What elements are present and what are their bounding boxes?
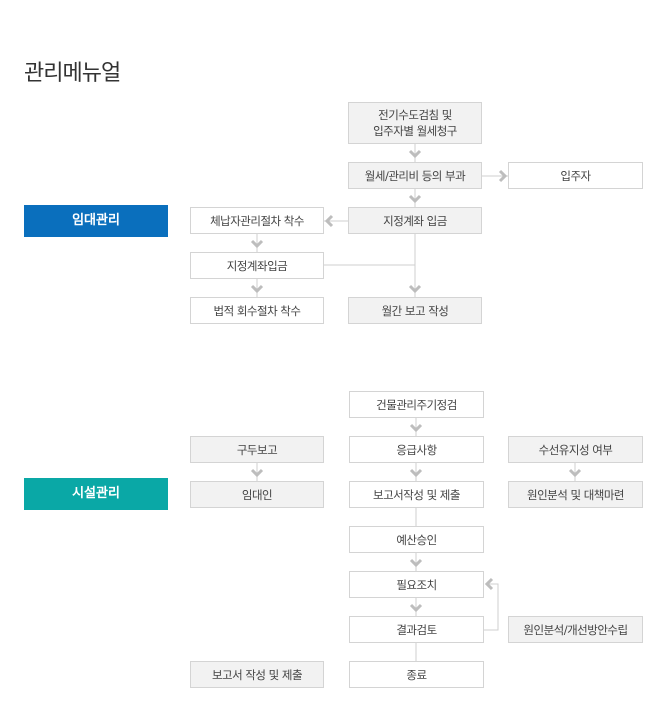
chevron-down-icon xyxy=(250,284,264,294)
chevron-left-icon xyxy=(484,577,494,591)
step-monthly-report: 월간 보고 작성 xyxy=(348,297,482,324)
chevron-down-icon xyxy=(409,468,423,478)
chevron-right-icon xyxy=(498,169,508,183)
chevron-down-icon xyxy=(408,194,422,204)
section-facility-label: 시설관리 xyxy=(24,478,168,510)
step-meter-line1: 전기수도검침 및 xyxy=(378,108,452,122)
page-title: 관리메뉴얼 xyxy=(24,61,121,86)
step-tenant: 입주자 xyxy=(508,162,643,189)
chevron-down-icon xyxy=(409,558,423,568)
chevron-down-icon xyxy=(250,239,264,249)
step-deposit-2: 지정계좌입금 xyxy=(190,252,324,279)
chevron-down-icon xyxy=(408,149,422,159)
step-cause-analysis: 원인분석 및 대책마련 xyxy=(508,481,643,508)
step-meter-reading: 전기수도검침 및 입주자별 월세청구 xyxy=(348,102,482,144)
step-inspection: 건물관리주기정검 xyxy=(349,391,484,418)
section-rental-label: 임대관리 xyxy=(24,205,168,237)
step-report: 보고서작성 및 제출 xyxy=(349,481,484,508)
step-budget: 예산승인 xyxy=(349,526,484,553)
step-emergency: 응급사항 xyxy=(349,436,484,463)
step-end: 종료 xyxy=(349,661,484,688)
step-legal: 법적 회수절차 착수 xyxy=(190,297,324,324)
chevron-icons xyxy=(250,149,582,613)
chevron-down-icon xyxy=(408,284,422,294)
chevron-down-icon xyxy=(568,468,582,478)
step-repair-check: 수선유지성 여부 xyxy=(508,436,643,463)
chevron-down-icon xyxy=(250,468,264,478)
step-improvement: 원인분석/개선방안수립 xyxy=(508,616,643,643)
step-landlord: 임대인 xyxy=(190,481,324,508)
step-meter-line2: 입주자별 월세청구 xyxy=(373,124,457,138)
step-report-2: 보고서 작성 및 제출 xyxy=(190,661,324,688)
chevron-left-icon xyxy=(324,214,334,228)
step-verbal-report: 구두보고 xyxy=(190,436,324,463)
chevron-down-icon xyxy=(409,603,423,613)
step-action: 필요조치 xyxy=(349,571,484,598)
chevron-down-icon xyxy=(409,423,423,433)
step-delinquent: 체납자관리절차 착수 xyxy=(190,207,324,234)
step-review: 결과검토 xyxy=(349,616,484,643)
step-charge: 월세/관리비 등의 부과 xyxy=(348,162,482,189)
step-deposit: 지정계좌 입금 xyxy=(348,207,482,234)
